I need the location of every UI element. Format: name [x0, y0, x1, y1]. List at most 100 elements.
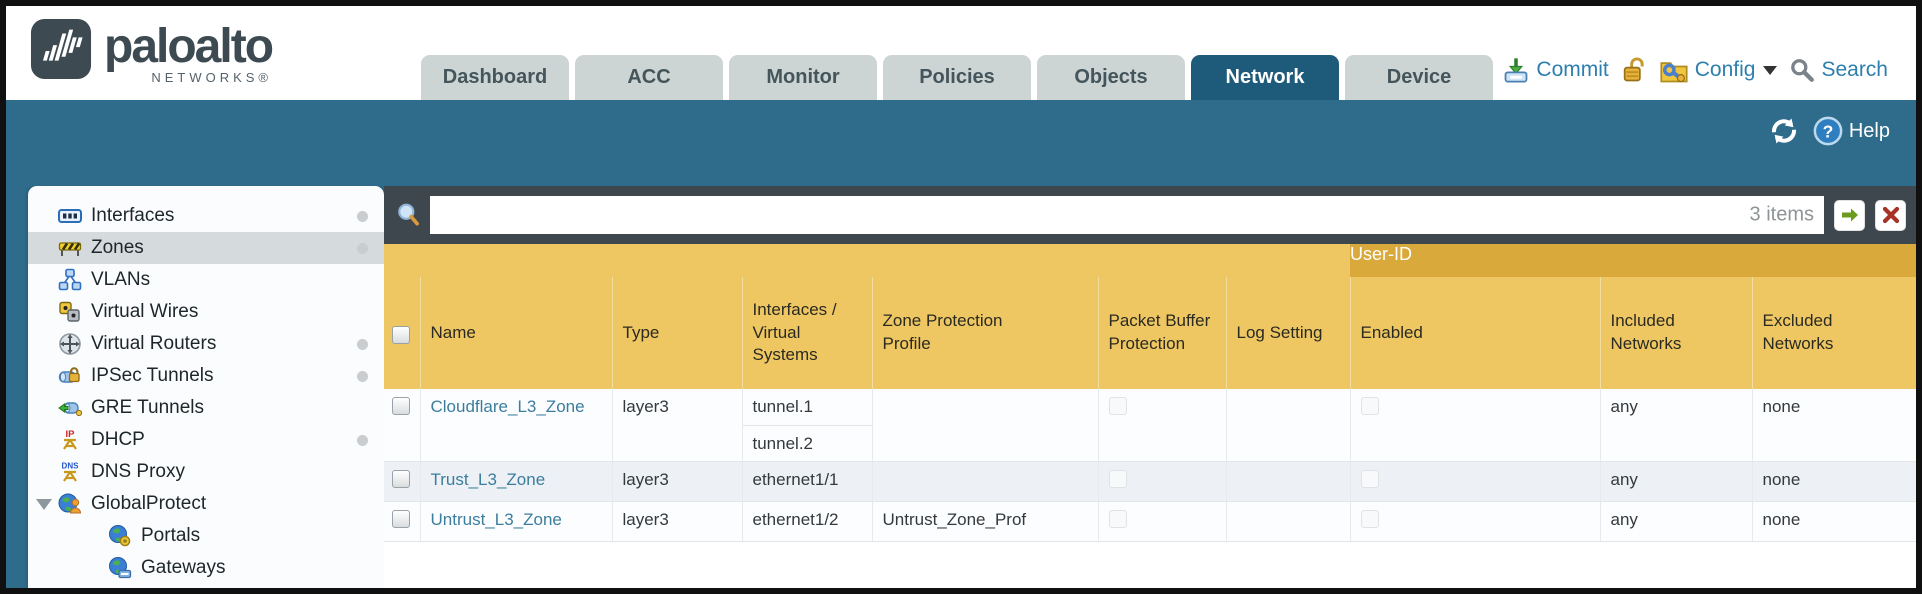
- col-header-excluded-networks[interactable]: Excluded Networks: [1751, 277, 1916, 389]
- col-header-zone-protection-profile[interactable]: Zone Protection Profile: [871, 277, 1098, 389]
- zone-protection-profile: [871, 389, 1098, 462]
- filter-input[interactable]: [430, 196, 1824, 234]
- svg-text:IP: IP: [66, 429, 76, 440]
- col-header-name[interactable]: Name: [419, 277, 612, 389]
- select-all-header: [384, 277, 420, 389]
- red-x-icon: [1882, 206, 1899, 224]
- tab-dashboard[interactable]: Dashboard: [421, 55, 569, 100]
- sidebar-item-interfaces[interactable]: Interfaces: [28, 200, 384, 232]
- search-icon: [1791, 59, 1815, 82]
- row-checkbox[interactable]: [392, 397, 410, 415]
- zone-type: layer3: [611, 461, 742, 502]
- tab-objects[interactable]: Objects: [1037, 55, 1185, 100]
- zone-protection-profile: [871, 461, 1098, 502]
- col-header-enabled[interactable]: Enabled: [1349, 277, 1600, 389]
- top-bar: paloalto NETWORKS® Dashboard ACC Monitor…: [6, 6, 1916, 100]
- col-header-included-networks[interactable]: Included Networks: [1599, 277, 1752, 389]
- header-utilities: Commit Config: [1502, 56, 1888, 84]
- sidebar-item-gateways[interactable]: Gateways: [28, 552, 384, 584]
- sidebar-item-dhcp[interactable]: IP DHCP: [28, 424, 384, 456]
- status-dot: [357, 370, 368, 382]
- search-button[interactable]: Search: [1789, 57, 1888, 83]
- tab-monitor[interactable]: Monitor: [729, 55, 877, 100]
- row-checkbox[interactable]: [392, 510, 410, 528]
- lock-icon[interactable]: [1621, 56, 1647, 84]
- col-header-interfaces[interactable]: Interfaces / Virtual Systems: [741, 277, 872, 389]
- sidebar-item-portals[interactable]: Portals: [28, 520, 384, 552]
- table-row: Untrust_L3_Zone layer3 ethernet1/2 Untru…: [384, 501, 1916, 542]
- zone-name-link[interactable]: Untrust_L3_Zone: [430, 510, 562, 529]
- user-id-group-header: User-ID: [1350, 244, 1916, 277]
- help-button[interactable]: ? Help: [1813, 116, 1890, 146]
- user-id-enabled-checkbox: [1360, 470, 1379, 488]
- status-dot: [357, 338, 368, 350]
- zone-name-link[interactable]: Cloudflare_L3_Zone: [430, 397, 585, 416]
- table-row: Trust_L3_Zone layer3 ethernet1/1 any non…: [384, 461, 1916, 502]
- sidebar-item-globalprotect[interactable]: GlobalProtect: [28, 488, 384, 520]
- commit-button[interactable]: Commit: [1502, 56, 1609, 84]
- filter-bar: 3 items: [384, 186, 1916, 244]
- zones-table: User-ID Name Type Interfaces / Virtual S…: [384, 244, 1916, 542]
- clear-filter-button[interactable]: [1875, 199, 1906, 231]
- commit-icon: [1505, 58, 1528, 83]
- sidebar-item-gre-tunnels[interactable]: GRE Tunnels: [28, 392, 384, 424]
- excluded-networks: none: [1751, 461, 1916, 502]
- interface-entry: ethernet1/1: [752, 470, 839, 489]
- tab-network[interactable]: Network: [1191, 55, 1339, 100]
- network-sidebar: Interfaces Zones: [6, 186, 384, 588]
- header-spacer: [384, 244, 1350, 277]
- row-checkbox[interactable]: [392, 470, 410, 488]
- tab-acc[interactable]: ACC: [575, 55, 723, 100]
- brand-name: paloalto: [104, 20, 274, 73]
- log-setting: [1225, 501, 1350, 542]
- svg-text:DNS: DNS: [62, 462, 80, 471]
- excluded-networks: none: [1751, 389, 1916, 462]
- zones-table-area: User-ID Name Type Interfaces / Virtual S…: [384, 244, 1916, 588]
- paloalto-logo: paloalto NETWORKS®: [30, 18, 274, 85]
- interface-entry: tunnel.1: [752, 397, 814, 416]
- sidebar-item-zones[interactable]: Zones: [28, 232, 384, 264]
- ipsec-tunnels-icon: [58, 367, 80, 383]
- portals-icon: [109, 525, 131, 547]
- main-nav-tabs: Dashboard ACC Monitor Policies Objects N…: [421, 55, 1493, 100]
- tab-device[interactable]: Device: [1345, 55, 1493, 100]
- gre-tunnels-icon: [58, 402, 82, 417]
- status-dot: [357, 242, 368, 254]
- zone-protection-profile: Untrust_Zone_Prof: [871, 501, 1098, 542]
- user-id-enabled-checkbox: [1360, 510, 1379, 528]
- interface-entry: ethernet1/2: [752, 510, 839, 529]
- log-setting: [1225, 389, 1350, 462]
- sidebar-item-virtual-wires[interactable]: Virtual Wires: [28, 296, 384, 328]
- col-header-type[interactable]: Type: [611, 277, 742, 389]
- sidebar-item-dns-proxy[interactable]: DNS DNS Proxy: [28, 456, 384, 488]
- zone-type: layer3: [611, 389, 742, 462]
- apply-filter-button[interactable]: [1834, 199, 1865, 231]
- status-dot: [357, 434, 368, 446]
- app-window: paloalto NETWORKS® Dashboard ACC Monitor…: [6, 6, 1916, 588]
- chevron-down-icon: [1763, 65, 1778, 75]
- zones-icon: [58, 242, 82, 256]
- brand-sub: NETWORKS®: [151, 70, 273, 85]
- sidebar-item-virtual-routers[interactable]: Virtual Routers: [28, 328, 384, 360]
- zone-name-link[interactable]: Trust_L3_Zone: [430, 470, 546, 489]
- svg-text:?: ?: [1823, 121, 1834, 141]
- packet-buffer-protection-checkbox: [1108, 470, 1127, 488]
- col-header-log-setting[interactable]: Log Setting: [1225, 277, 1350, 389]
- globalprotect-icon: [58, 493, 82, 514]
- col-header-packet-buffer-protection[interactable]: Packet Buffer Protection: [1097, 277, 1226, 389]
- filter-search-icon: [398, 203, 419, 226]
- sidebar-item-ipsec-tunnels[interactable]: IPSec Tunnels: [28, 360, 384, 392]
- help-icon: ?: [1813, 116, 1843, 146]
- tab-policies[interactable]: Policies: [883, 55, 1031, 100]
- refresh-icon[interactable]: [1769, 116, 1799, 146]
- config-button[interactable]: Config: [1659, 56, 1778, 84]
- included-networks: any: [1599, 389, 1752, 462]
- tree-expander-icon[interactable]: [36, 498, 52, 510]
- virtual-wires-icon: [59, 301, 80, 322]
- vlans-icon: [58, 268, 82, 291]
- sidebar-item-vlans[interactable]: VLANs: [28, 264, 384, 296]
- select-all-checkbox[interactable]: [392, 325, 410, 344]
- item-count: 3 items: [1749, 203, 1814, 226]
- paloalto-logo-icon: [30, 18, 92, 80]
- interfaces-icon: [58, 209, 82, 223]
